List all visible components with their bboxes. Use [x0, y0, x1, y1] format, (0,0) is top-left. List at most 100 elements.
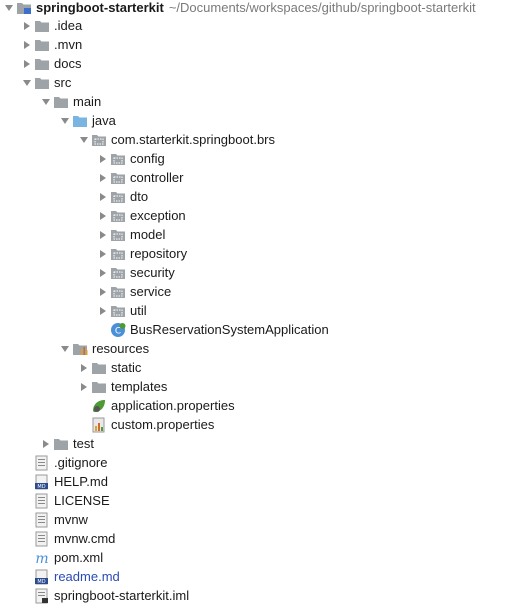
chevron-down-icon[interactable] [58, 339, 72, 358]
tree-row-src[interactable]: src [0, 73, 526, 92]
tree-row-com-starterkit-springboot-brs[interactable]: com.starterkit.springboot.brs [0, 130, 526, 149]
svg-text:MD: MD [37, 579, 45, 585]
tree-spacer [77, 396, 91, 415]
tree-spacer [20, 510, 34, 529]
tree-row-readme-md[interactable]: MD readme.md [0, 567, 526, 586]
tree-spacer [96, 320, 110, 339]
text-file-icon [34, 455, 50, 471]
chevron-right-icon[interactable] [96, 244, 110, 263]
tree-row-busreservationsystemapplication[interactable]: C BusReservationSystemApplication [0, 320, 526, 339]
folder-icon [34, 18, 50, 34]
tree-row-java[interactable]: java [0, 111, 526, 130]
tree-row-project-root[interactable]: springboot-starterkit ~/Documents/worksp… [0, 0, 526, 17]
tree-spacer [20, 472, 34, 491]
tree-item-label: templates [111, 379, 168, 394]
chevron-right-icon[interactable] [96, 301, 110, 320]
spring-properties-icon [91, 398, 107, 414]
tree-row-templates[interactable]: templates [0, 377, 526, 396]
package-icon [110, 170, 126, 186]
tree-row-security[interactable]: security [0, 263, 526, 282]
tree-item-label: .gitignore [54, 455, 108, 470]
tree-row-util[interactable]: util [0, 301, 526, 320]
tree-item-label: service [130, 284, 172, 299]
tree-item-label: model [130, 227, 166, 242]
chevron-down-icon[interactable] [20, 73, 34, 92]
chevron-right-icon[interactable] [77, 377, 91, 396]
tree-row-model[interactable]: model [0, 225, 526, 244]
tree-row-custom-properties[interactable]: custom.properties [0, 415, 526, 434]
tree-item-label: springboot-starterkit.iml [54, 588, 190, 603]
chevron-right-icon[interactable] [39, 434, 53, 453]
tree-row-repository[interactable]: repository [0, 244, 526, 263]
tree-item-label: .mvn [54, 37, 83, 52]
resources-folder-icon [72, 341, 88, 357]
tree-row-config[interactable]: config [0, 149, 526, 168]
svg-text:C: C [115, 326, 121, 336]
folder-icon [53, 436, 69, 452]
markdown-file-icon: MD [34, 474, 50, 490]
tree-row-test[interactable]: test [0, 434, 526, 453]
tree-row-idea[interactable]: .idea [0, 16, 526, 35]
package-icon [110, 208, 126, 224]
chevron-down-icon[interactable] [2, 0, 16, 17]
tree-item-label: mvnw.cmd [54, 531, 116, 546]
tree-item-label: dto [130, 189, 149, 204]
tree-row-service[interactable]: service [0, 282, 526, 301]
chevron-down-icon[interactable] [77, 130, 91, 149]
chevron-down-icon[interactable] [39, 92, 53, 111]
tree-item-label: java [92, 113, 116, 128]
tree-item-label: readme.md [54, 569, 120, 584]
tree-item-label: security [130, 265, 175, 280]
text-file-icon [34, 531, 50, 547]
tree-row-pom-xml[interactable]: m pom.xml [0, 548, 526, 567]
chevron-right-icon[interactable] [20, 16, 34, 35]
project-path: ~/Documents/workspaces/github/springboot… [168, 0, 476, 15]
chevron-right-icon[interactable] [96, 168, 110, 187]
tree-row-resources[interactable]: resources [0, 339, 526, 358]
tree-row-mvnw[interactable]: mvnw [0, 510, 526, 529]
tree-row-main[interactable]: main [0, 92, 526, 111]
folder-icon [34, 37, 50, 53]
tree-row-exception[interactable]: exception [0, 206, 526, 225]
chevron-right-icon[interactable] [96, 206, 110, 225]
source-folder-icon [72, 113, 88, 129]
text-file-icon [34, 512, 50, 528]
chevron-right-icon[interactable] [20, 54, 34, 73]
chevron-right-icon[interactable] [96, 225, 110, 244]
tree-item-label: custom.properties [111, 417, 215, 432]
tree-item-label: config [130, 151, 165, 166]
folder-icon [91, 379, 107, 395]
tree-item-label: test [73, 436, 94, 451]
chevron-right-icon[interactable] [77, 358, 91, 377]
text-file-icon [34, 493, 50, 509]
package-icon [110, 284, 126, 300]
folder-icon [91, 360, 107, 376]
chevron-down-icon[interactable] [58, 111, 72, 130]
tree-row-controller[interactable]: controller [0, 168, 526, 187]
tree-item-label: pom.xml [54, 550, 104, 565]
tree-row-springboot-starterkit-iml[interactable]: springboot-starterkit.iml [0, 586, 526, 605]
chevron-right-icon[interactable] [96, 282, 110, 301]
tree-row-gitignore[interactable]: .gitignore [0, 453, 526, 472]
iml-file-icon [34, 588, 50, 604]
tree-item-label: static [111, 360, 142, 375]
folder-icon [34, 75, 50, 91]
chevron-right-icon[interactable] [20, 35, 34, 54]
package-icon [110, 151, 126, 167]
tree-row-mvnw-cmd[interactable]: mvnw.cmd [0, 529, 526, 548]
tree-row-mvn[interactable]: .mvn [0, 35, 526, 54]
svg-text:m: m [35, 551, 48, 566]
chevron-right-icon[interactable] [96, 187, 110, 206]
tree-item-label: controller [130, 170, 184, 185]
chevron-right-icon[interactable] [96, 149, 110, 168]
tree-row-dto[interactable]: dto [0, 187, 526, 206]
tree-item-label: BusReservationSystemApplication [130, 322, 329, 337]
tree-row-license[interactable]: LICENSE [0, 491, 526, 510]
chevron-right-icon[interactable] [96, 263, 110, 282]
tree-item-label: repository [130, 246, 188, 261]
tree-row-application-properties[interactable]: application.properties [0, 396, 526, 415]
tree-row-static[interactable]: static [0, 358, 526, 377]
tree-row-docs[interactable]: docs [0, 54, 526, 73]
